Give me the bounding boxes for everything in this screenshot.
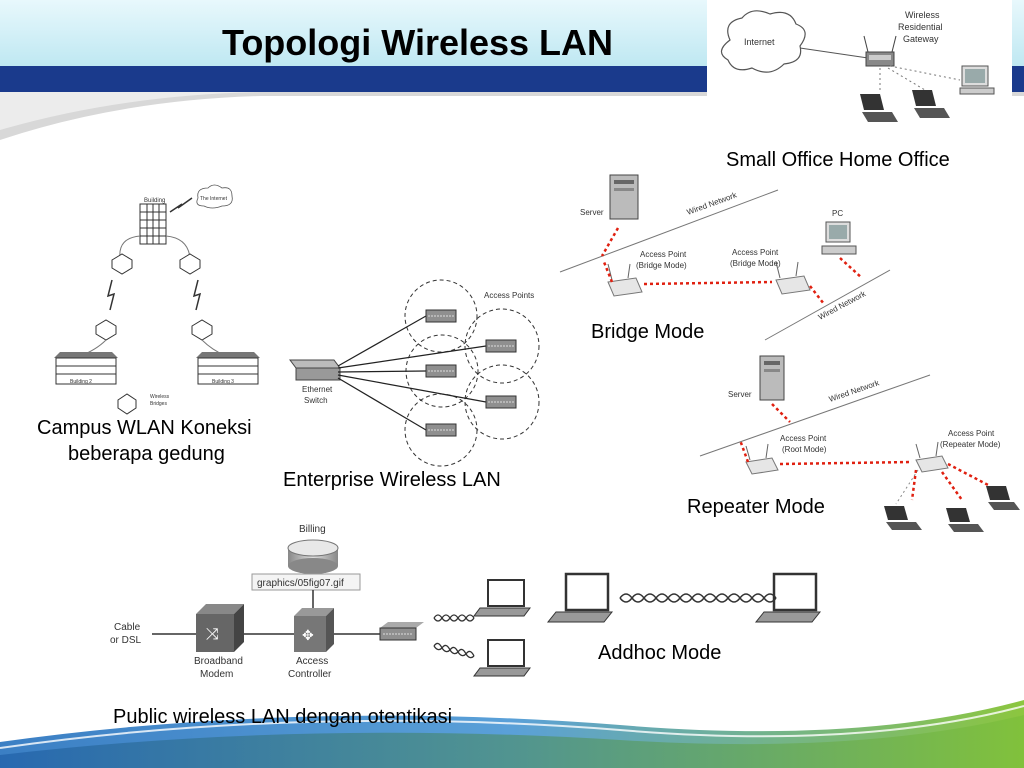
bridge-pc-label: PC (832, 209, 843, 218)
soho-pc-icon (959, 65, 995, 95)
repeater-server-icon (759, 355, 785, 401)
bridge-ap-icon (607, 263, 643, 297)
bridge-pc-icon (821, 221, 857, 255)
caption-adhoc: Addhoc Mode (598, 642, 722, 664)
billing-server-icon (287, 539, 339, 574)
repeater-laptop-icon (884, 506, 922, 530)
svg-text:✥: ✥ (302, 628, 314, 644)
broadband-modem-icon: ⤨ (196, 604, 244, 652)
adhoc-wave-icon (619, 593, 777, 603)
wireless-wave-icon (433, 642, 475, 659)
caption-repeater: Repeater Mode (687, 496, 825, 518)
caption-campus-line2: beberapa gedung (68, 443, 225, 465)
tower-building-icon (139, 203, 167, 245)
switch-label-1: Ethernet (302, 385, 333, 394)
wireless-bridge-icon (111, 253, 133, 275)
adhoc-laptop-icon (546, 572, 614, 623)
caption-soho: Small Office Home Office (726, 149, 950, 171)
wireless-bridge-icon (95, 319, 117, 341)
cable-label-2: or DSL (110, 635, 142, 646)
ethernet-switch-icon (289, 359, 341, 381)
access-controller-icon: ✥ (294, 608, 334, 652)
enterprise-ap-icon (485, 339, 517, 353)
legend-bridge-icon (117, 393, 137, 415)
controller-label-2: Controller (288, 669, 332, 680)
wireless-bridge-icon (191, 319, 213, 341)
building-3-icon (196, 352, 260, 385)
bridge-ap2-line2: (Bridge Mode) (730, 259, 781, 268)
controller-label-1: Access (296, 656, 328, 667)
internet-cloud-icon (720, 10, 806, 73)
public-laptop-icon (473, 579, 531, 617)
caption-public: Public wireless LAN dengan otentikasi (113, 706, 453, 728)
caption-campus-line1: Campus WLAN Koneksi (37, 417, 252, 439)
billing-label: Billing (299, 524, 326, 535)
bridge-server-icon (609, 174, 639, 220)
enterprise-ap-icon (425, 423, 457, 437)
svg-text:⤨: ⤨ (206, 624, 219, 643)
root-ap-line1: Access Point (780, 434, 827, 443)
bridge-ap2-line1: Access Point (732, 248, 779, 257)
legend-bridges-line2: Bridges (150, 401, 167, 407)
campus-internet-cloud-icon (196, 184, 233, 209)
graphics-tooltip (251, 573, 361, 591)
building-2-icon (54, 352, 118, 385)
bridge-ap1-line1: Access Point (640, 250, 687, 259)
enterprise-ap-icon (425, 364, 457, 378)
public-laptop-icon (473, 639, 531, 677)
slide-title: Topologi Wireless LAN (222, 22, 614, 63)
graphics-label: graphics/05fig07.gif (257, 578, 344, 589)
building-3-label: Building 3 (212, 379, 234, 385)
repeater-server-label: Server (728, 390, 752, 399)
gateway-line2: Residential (898, 22, 943, 32)
adhoc-laptop-icon (754, 572, 822, 623)
soho-laptop-icon (912, 90, 950, 118)
root-ap-line2: (Root Mode) (782, 445, 827, 454)
switch-label-2: Switch (304, 396, 328, 405)
campus-building-label: Building (144, 198, 165, 204)
gateway-line1: Wireless (905, 10, 940, 20)
repeater-laptop-icon (986, 486, 1020, 510)
root-ap-icon (745, 443, 779, 475)
gateway-icon (863, 35, 897, 67)
repeater-link (779, 460, 913, 466)
campus-internet-label: The Internet (200, 196, 228, 202)
access-points-label: Access Points (484, 291, 534, 300)
modem-label-2: Modem (200, 669, 233, 680)
legend-bridges-line1: Wireless (150, 394, 170, 400)
enterprise-ap-icon (485, 395, 517, 409)
wireless-wave-icon (433, 614, 475, 622)
modem-label-1: Broadband (194, 656, 243, 667)
enterprise-ap-icon (425, 309, 457, 323)
gateway-line3: Gateway (903, 34, 939, 44)
building-2-label: Building 2 (70, 379, 92, 385)
wireless-bridge-icon (179, 253, 201, 275)
repeater-laptop-icon (946, 508, 984, 532)
caption-bridge: Bridge Mode (591, 321, 705, 343)
bridge-server-label: Server (580, 208, 604, 217)
bridge-ap1-line2: (Bridge Mode) (636, 261, 687, 270)
repeater-ap-line1: Access Point (948, 429, 995, 438)
caption-enterprise: Enterprise Wireless LAN (283, 469, 501, 491)
bridge-ap-icon (775, 261, 811, 295)
repeater-ap-line2: (Repeater Mode) (940, 440, 1001, 449)
public-ap-icon (379, 622, 424, 641)
cable-label-1: Cable (114, 622, 141, 633)
repeater-ap-icon (915, 441, 949, 473)
soho-laptop-icon (860, 94, 898, 122)
soho-internet-label: Internet (744, 37, 775, 47)
